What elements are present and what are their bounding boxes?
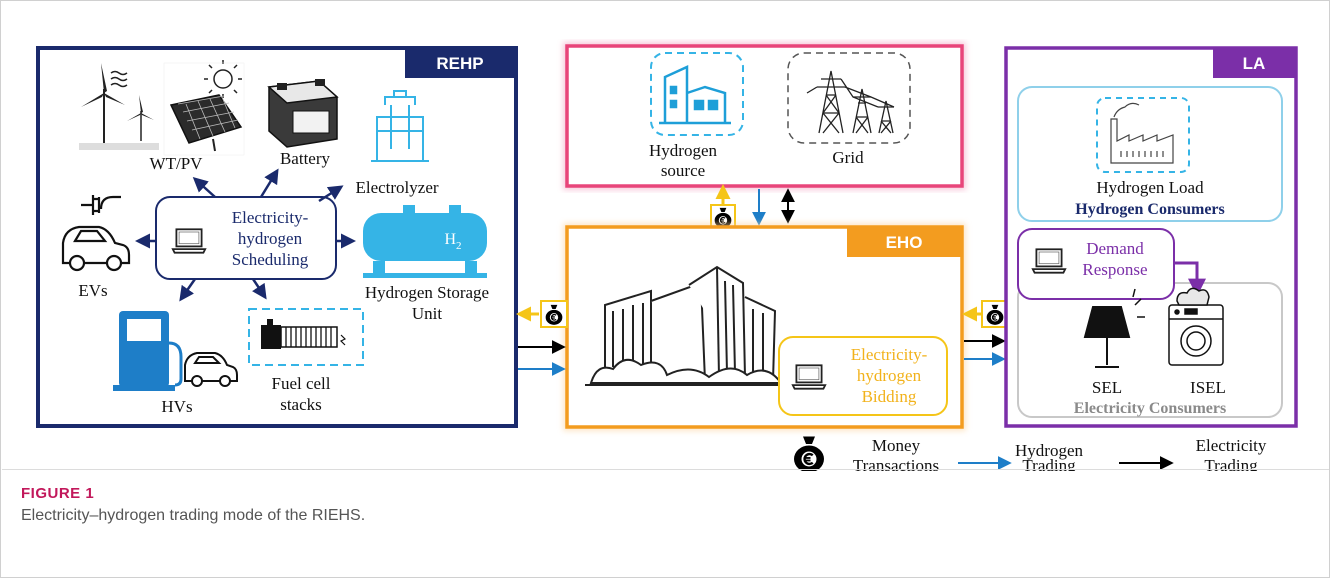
hydrogen-source-icon <box>659 65 731 125</box>
lamp-icon <box>1083 288 1145 368</box>
washing-machine-icon <box>1168 287 1224 366</box>
fuelcell-frame <box>248 308 364 366</box>
eho-badge: EHO <box>886 233 923 252</box>
demand-line2: Response <box>1082 260 1147 279</box>
supply-panel: Hydrogen source Grid <box>563 42 966 190</box>
battery-icon <box>267 79 339 148</box>
evs-label: EVs <box>78 281 107 300</box>
trading-diagram: REHP WT/PV <box>36 42 1298 471</box>
la-panel: LA Hydrogen Load Hydrogen Consumers Dema… <box>1004 46 1298 428</box>
legend-money-icon <box>792 435 826 471</box>
hydrogen-consumers-box <box>1017 86 1283 222</box>
sel-label: SEL <box>1092 378 1122 397</box>
eho-panel: EHO Electricity- hydrogen Bidding <box>563 223 966 431</box>
hvs-label: HVs <box>161 397 192 416</box>
hydrogen-source-line1: Hydrogen <box>649 141 717 160</box>
hydrogen-load-label: Hydrogen Load <box>1096 178 1204 197</box>
storage-h2-symbol: H2 <box>444 231 461 252</box>
hydrogen-source-frame <box>650 52 744 136</box>
grid-label: Grid <box>832 148 864 167</box>
legend-electricity-line1: Electricity <box>1196 436 1267 455</box>
factory-frame <box>1096 97 1190 173</box>
la-badge-bg <box>1213 48 1296 78</box>
scheduling-line3: Scheduling <box>232 250 309 269</box>
electrolyzer-label: Electrolyzer <box>355 178 438 197</box>
legend: Money Transactions Hydrogen Trading Elec… <box>792 435 1267 471</box>
factory-icon <box>1110 102 1174 164</box>
legend-money-line1: Money <box>872 436 921 455</box>
isel-label: ISEL <box>1190 378 1226 397</box>
transmission-tower-icon <box>806 70 895 134</box>
hydrogen-consumers-label: Hydrogen Consumers <box>1075 201 1225 218</box>
demand-line1: Demand <box>1086 239 1144 258</box>
caption-divider <box>2 469 1329 470</box>
wtpv-label: WT/PV <box>150 154 204 173</box>
rehp-panel: REHP WT/PV <box>36 46 518 428</box>
scheduling-box <box>155 196 337 280</box>
electricity-consumers-label: Electricity Consumers <box>1074 400 1226 417</box>
legend-electricity-line2: Trading <box>1204 456 1258 471</box>
hydrogen-station-icon <box>113 311 183 391</box>
ev-car-icon <box>61 195 131 272</box>
storage-label-line2: Unit <box>412 304 443 323</box>
fuelcell-label-line1: Fuel cell <box>271 374 330 393</box>
demand-response-arrow <box>1174 261 1206 297</box>
bidding-box <box>778 336 948 416</box>
battery-label: Battery <box>280 149 331 168</box>
scheduling-line1: Electricity- <box>232 208 309 227</box>
hv-car-icon <box>184 352 238 387</box>
rehp-badge: REHP <box>436 54 483 73</box>
scheduling-arrows <box>135 168 356 302</box>
eho-la-connectors <box>962 300 1009 366</box>
buildings-icon <box>585 265 787 386</box>
rehp-badge-bg <box>405 48 516 78</box>
hydrogen-source-line2: source <box>661 161 705 180</box>
figure-label: FIGURE 1 <box>21 485 95 502</box>
electrolyzer-icon <box>371 90 429 162</box>
wind-pv-icon <box>79 60 245 156</box>
la-badge: LA <box>1243 54 1266 73</box>
supply-border <box>565 44 964 188</box>
storage-label-line1: Hydrogen Storage <box>365 283 489 302</box>
fuel-cell-icon <box>261 319 347 349</box>
legend-money-line2: Transactions <box>853 456 939 471</box>
grid-frame <box>787 52 911 144</box>
fuelcell-label-line2: stacks <box>280 395 322 414</box>
bidding-line1: Electricity- <box>851 345 928 364</box>
hydrogen-storage-icon <box>363 205 487 278</box>
figure-caption: Electricity–hydrogen trading mode of the… <box>21 507 366 524</box>
legend-hydrogen-line2: Trading <box>1022 456 1076 471</box>
scheduling-line2: hydrogen <box>238 229 303 248</box>
rehp-eho-connectors <box>516 300 568 376</box>
eho-badge-bg <box>847 227 962 257</box>
legend-hydrogen-line1: Hydrogen <box>1015 441 1083 460</box>
supply-eho-connectors <box>710 184 795 230</box>
bidding-line3: Bidding <box>862 387 917 406</box>
bidding-line2: hydrogen <box>857 366 922 385</box>
